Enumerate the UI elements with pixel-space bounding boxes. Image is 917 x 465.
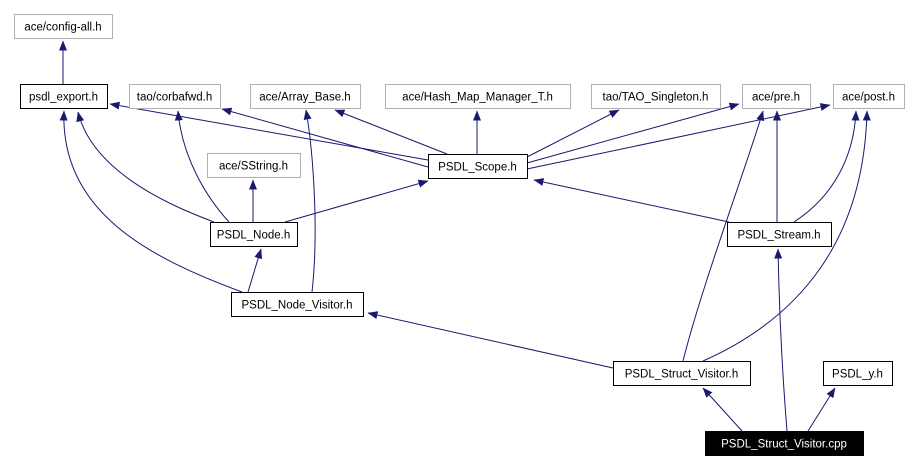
node-psdl-y[interactable]: PSDL_y.h <box>823 361 893 386</box>
node-psdl-export[interactable]: psdl_export.h <box>20 84 108 109</box>
edge-struct-visitor-cpp--stream <box>774 248 788 432</box>
node-label: PSDL_Node_Visitor.h <box>241 300 352 312</box>
node-box <box>428 154 528 179</box>
node-box <box>20 84 108 109</box>
edge-scope--corbafwd <box>221 107 429 168</box>
node-label: PSDL_Struct_Visitor.h <box>625 369 739 381</box>
edge-scope--psdl-export <box>109 101 429 161</box>
edge-struct-visitor-h--ace-pre <box>682 110 765 362</box>
node-label: tao/corbafwd.h <box>137 92 212 104</box>
edge-node-visitor--psdl-export <box>59 110 243 293</box>
edge-stream--scope <box>533 178 730 223</box>
node-layer: ace/config-all.h psdl_export.h tao/corbafw… <box>14 14 905 456</box>
node-box <box>14 14 113 39</box>
node-label: PSDL_Node.h <box>217 230 291 242</box>
node-label: ace/SString.h <box>219 161 288 173</box>
node-box <box>591 84 721 109</box>
node-label: PSDL_Struct_Visitor.cpp <box>721 439 847 451</box>
edge-stream--ace-post <box>793 110 860 223</box>
node-box <box>833 84 905 109</box>
node-label: PSDL_y.h <box>832 369 883 381</box>
node-struct-visitor-cpp[interactable]: PSDL_Struct_Visitor.cpp <box>705 431 864 456</box>
edge-node--corbafwd <box>174 110 230 223</box>
edge-scope--tao-singleton <box>526 109 620 158</box>
node-struct-visitor-h[interactable]: PSDL_Struct_Visitor.h <box>613 361 751 386</box>
node-label: ace/Hash_Map_Manager_T.h <box>402 92 553 104</box>
node-box <box>823 361 893 386</box>
node-box <box>207 153 301 178</box>
edge-struct-visitor-h--node-visitor <box>367 311 614 369</box>
edge-node--scope <box>284 179 429 223</box>
node-box <box>250 84 361 109</box>
edge-struct-visitor-h--ace-post <box>702 110 871 362</box>
node-tao-singleton[interactable]: tao/TAO_Singleton.h <box>591 84 721 109</box>
node-hash-map[interactable]: ace/Hash_Map_Manager_T.h <box>385 84 571 109</box>
node-box <box>727 222 832 247</box>
node-label: PSDL_Scope.h <box>438 162 517 174</box>
edge-node-visitor--array-base <box>303 109 316 293</box>
node-label: PSDL_Stream.h <box>737 230 820 242</box>
node-label: tao/TAO_Singleton.h <box>603 92 709 104</box>
node-label: ace/post.h <box>842 92 895 104</box>
node-box <box>129 84 221 109</box>
node-box <box>385 84 571 109</box>
node-node[interactable]: PSDL_Node.h <box>210 222 298 247</box>
node-sstring[interactable]: ace/SString.h <box>207 153 301 178</box>
node-ace-pre[interactable]: ace/pre.h <box>742 84 811 109</box>
node-label: psdl_export.h <box>29 92 98 104</box>
node-scope[interactable]: PSDL_Scope.h <box>428 154 528 179</box>
node-label: ace/Array_Base.h <box>259 92 350 104</box>
node-array-base[interactable]: ace/Array_Base.h <box>250 84 361 109</box>
node-node-visitor[interactable]: PSDL_Node_Visitor.h <box>231 292 364 317</box>
edge-scope--ace-pre <box>526 102 740 164</box>
edge-node-visitor--node <box>247 248 263 293</box>
node-box <box>613 361 751 386</box>
edge-layer <box>59 40 871 432</box>
node-stream[interactable]: PSDL_Stream.h <box>727 222 832 247</box>
node-box <box>210 222 298 247</box>
edge-struct-visitor-cpp--struct-visitor-h <box>702 387 743 432</box>
node-label: ace/pre.h <box>752 92 800 104</box>
node-box <box>231 292 364 317</box>
node-label: ace/config-all.h <box>24 22 101 34</box>
node-ace-post[interactable]: ace/post.h <box>833 84 905 109</box>
edge-scope--ace-post <box>526 103 831 170</box>
edge-scope--array-base <box>334 109 448 155</box>
edge-struct-visitor-cpp--psdl-y <box>807 387 836 432</box>
node-box <box>705 431 864 456</box>
node-corbafwd[interactable]: tao/corbafwd.h <box>129 84 221 109</box>
edge-node--psdl-export <box>76 111 215 223</box>
node-box <box>742 84 811 109</box>
node-config-all[interactable]: ace/config-all.h <box>14 14 113 39</box>
